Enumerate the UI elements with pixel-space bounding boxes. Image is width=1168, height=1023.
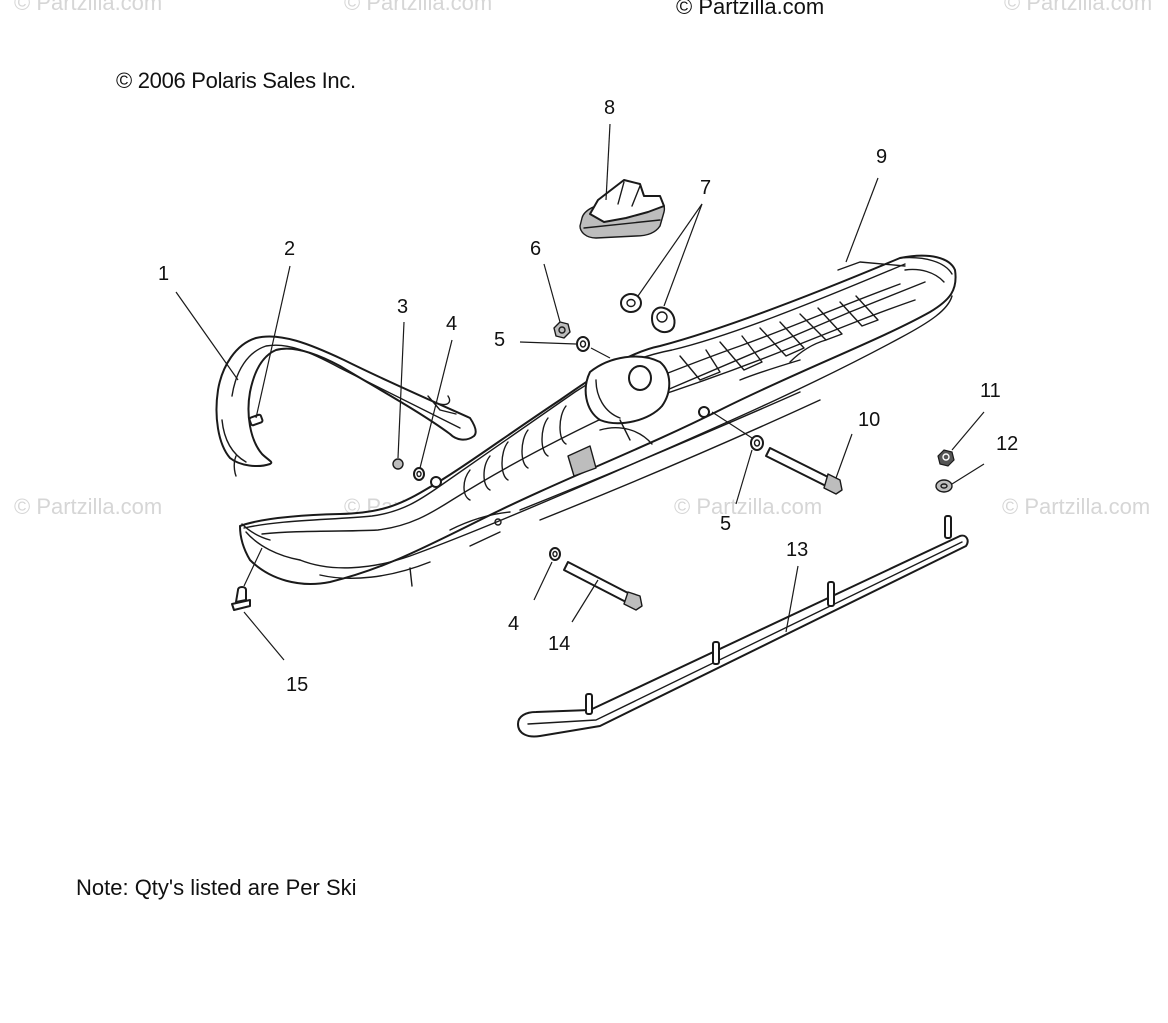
watermark: © Partzilla.com	[14, 0, 163, 15]
callout-9: 9	[876, 146, 887, 168]
callout-11: 11	[980, 380, 1001, 402]
ski-body	[239, 254, 957, 587]
callout-4: 4	[446, 313, 457, 335]
callout-14: 14	[548, 633, 570, 655]
watermark: © Partzilla.com	[14, 494, 163, 519]
bushing	[620, 293, 642, 313]
callout-8: 8	[604, 97, 615, 119]
callout-3: 3	[397, 296, 408, 318]
nut	[392, 458, 404, 470]
callout-2: 2	[284, 238, 295, 260]
callout-5-lower: 5	[720, 513, 731, 535]
watermark: © Partzilla.com	[1004, 0, 1153, 15]
leader-lines	[175, 123, 985, 661]
callout-10: 10	[858, 409, 880, 431]
watermark: © Partzilla.com	[1002, 494, 1151, 519]
bushing	[651, 306, 676, 334]
footer-note: Note: Qty's listed are Per Ski	[76, 875, 357, 900]
ski-bumper	[579, 179, 666, 239]
watermark: © Partzilla.com	[674, 494, 823, 519]
callout-12: 12	[996, 433, 1018, 455]
washer	[576, 336, 590, 352]
callout-1: 1	[158, 263, 169, 285]
site-credit: © Partzilla.com	[676, 0, 825, 19]
copyright-notice: © 2006 Polaris Sales Inc.	[116, 68, 356, 93]
saddle-bolt	[563, 561, 643, 611]
flat-washer	[935, 479, 953, 493]
spindle-bolt	[765, 447, 843, 495]
callout-5: 5	[494, 329, 505, 351]
washer	[549, 547, 561, 561]
callout-13: 13	[786, 539, 808, 561]
washer	[413, 467, 425, 481]
roll-pin	[248, 413, 264, 427]
callout-7: 7	[700, 177, 711, 199]
carbide-runner	[517, 515, 969, 738]
washer	[750, 435, 764, 451]
callout-15: 15	[286, 674, 308, 696]
ski-loop-handle	[215, 335, 477, 477]
lock-nut	[937, 449, 955, 467]
watermark: © Partzilla.com	[344, 0, 493, 15]
rivet	[231, 586, 251, 611]
callout-6: 6	[530, 238, 541, 260]
spindle-nut	[553, 321, 571, 339]
callout-4-lower: 4	[508, 613, 519, 635]
